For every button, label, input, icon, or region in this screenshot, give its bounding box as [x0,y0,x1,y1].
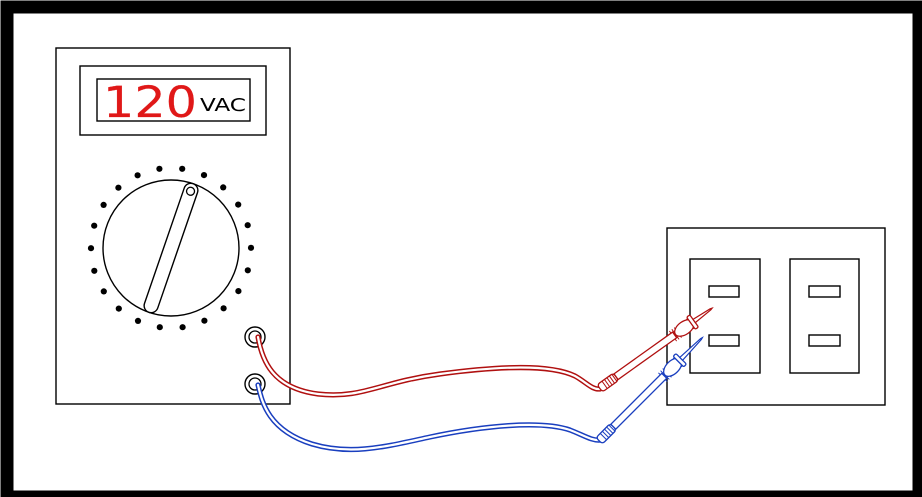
grip-ring [599,433,607,441]
blue-probe-tip [678,336,704,362]
dial-position-dot [235,288,242,295]
dial-position-dot [156,165,163,172]
red-lead-wire-inner [256,335,602,396]
blue-probe-handle [609,372,668,431]
dial-position-dot [201,317,208,324]
dial-position-dot [134,172,141,179]
dial-position-dot [179,165,186,172]
left-slot-bottom [708,334,740,347]
dial-position-dot [235,201,242,208]
dial-position-dot [179,324,186,331]
grip-ring [611,373,618,382]
red-probe-handle [613,331,678,381]
multimeter: 120 VAC [55,47,291,405]
left-slot-top [708,285,740,298]
dial-position-dot [220,184,227,191]
blue-test-lead [255,332,708,453]
dial-position-dots [87,165,255,331]
dial-position-dot [100,288,107,295]
grip-ring [606,426,614,434]
outlet-right-receptacle [789,258,860,374]
grip-ring [604,379,611,388]
grip-ring [601,380,608,389]
red-probe[interactable] [595,302,716,394]
display-reading-value: 120 [103,78,197,128]
display-reading-unit: VAC [200,95,246,116]
right-slot-bottom [808,334,841,347]
dial-position-dot [156,324,163,331]
dial-position-dot [115,305,122,312]
dial-position-dot [134,317,142,324]
dial-position-dot [91,267,98,274]
grip-ring [602,430,610,438]
dial-knob [143,182,199,314]
blue-probe[interactable] [594,332,708,446]
dial-position-dot [200,172,208,179]
red-test-lead [255,302,716,398]
grip-ring [608,375,615,384]
grip-ring [608,424,616,432]
dial-pointer [143,182,199,314]
dial-position-dot [244,222,251,229]
grip-ring [604,428,612,436]
dial-position-dot [91,222,98,229]
dial-position-dot [220,305,227,312]
dial-indicator-dot [185,186,196,196]
dial-position-dot [247,244,255,251]
dial-position-dot [244,267,251,274]
grip-ring [606,377,613,386]
blue-lead-wire-inner [256,383,602,451]
dial-position-dot [87,245,95,252]
display-window [96,78,251,122]
dial-position-dot [100,201,107,208]
right-slot-top [808,285,841,298]
rotary-selector[interactable] [87,165,255,331]
dial-position-dot [115,184,122,191]
red-probe-tip [692,306,714,324]
